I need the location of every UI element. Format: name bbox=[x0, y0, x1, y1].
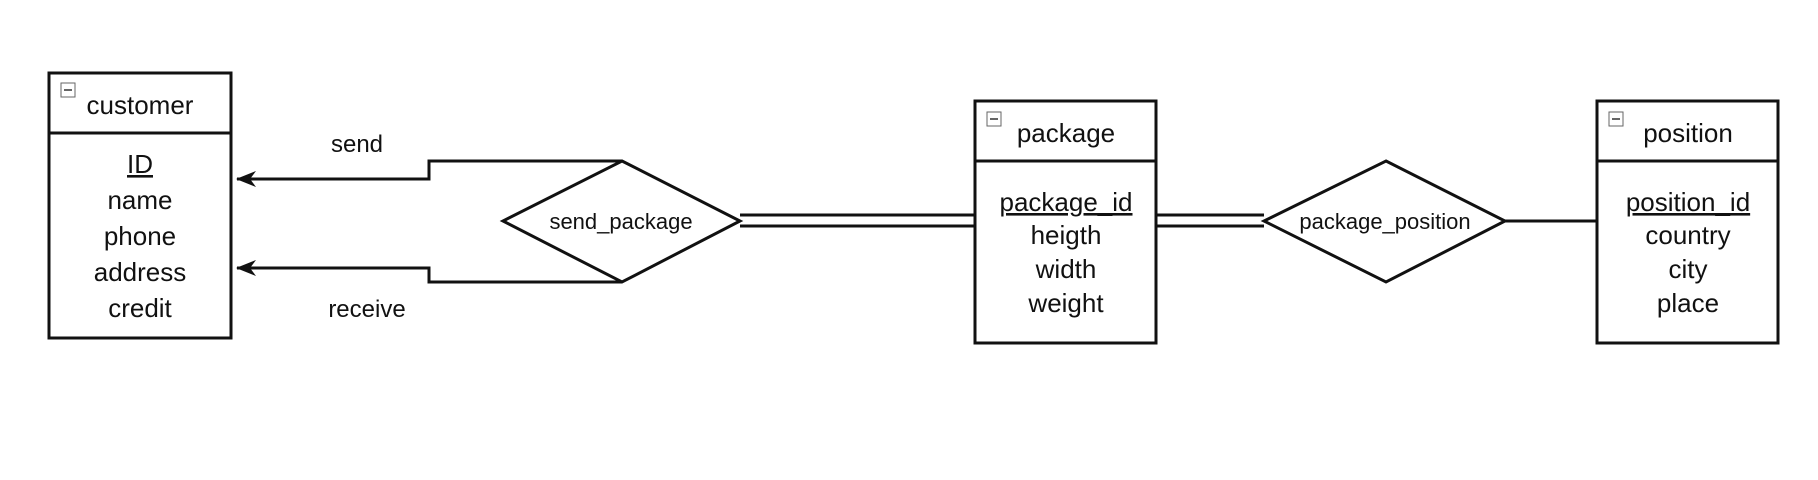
attribute: country bbox=[1645, 220, 1730, 250]
entity-title: customer bbox=[87, 90, 194, 120]
minus-square-icon[interactable] bbox=[986, 111, 1002, 127]
relationship-send-package[interactable]: send_package bbox=[499, 159, 744, 284]
attribute: place bbox=[1657, 288, 1719, 318]
attribute: name bbox=[107, 185, 172, 215]
receive-connector[interactable] bbox=[236, 260, 622, 284]
attribute-primary-key: ID bbox=[127, 149, 153, 179]
attribute-primary-key: position_id bbox=[1626, 187, 1750, 217]
attribute: phone bbox=[104, 221, 176, 251]
attribute: heigth bbox=[1031, 220, 1102, 250]
entity-position[interactable]: position position_id country city place bbox=[1595, 99, 1780, 345]
minus-square-icon[interactable] bbox=[1608, 111, 1624, 127]
package-to-package-position-double-line[interactable] bbox=[1155, 213, 1264, 228]
attribute: credit bbox=[108, 293, 172, 323]
send-connector[interactable] bbox=[236, 159, 622, 187]
connectors bbox=[236, 159, 1597, 284]
relationship-label: package_position bbox=[1299, 209, 1470, 234]
entity-customer[interactable]: customer ID name phone address credit bbox=[47, 71, 233, 340]
entity-title: position bbox=[1643, 118, 1733, 148]
attribute: width bbox=[1035, 254, 1097, 284]
relationship-diamond bbox=[1260, 159, 1509, 284]
entity-package[interactable]: package package_id heigth width weight bbox=[973, 99, 1158, 345]
minus-square-icon[interactable] bbox=[60, 82, 76, 98]
attribute: address bbox=[94, 257, 187, 287]
send-package-to-package-double-line[interactable] bbox=[740, 213, 978, 228]
relationship-package-position[interactable]: package_position bbox=[1260, 159, 1509, 284]
entity-title: package bbox=[1017, 118, 1115, 148]
attribute: weight bbox=[1027, 288, 1104, 318]
receive-label: receive bbox=[328, 296, 405, 323]
relationship-label: send_package bbox=[549, 209, 692, 234]
relationship-diamond bbox=[499, 159, 744, 284]
attribute: city bbox=[1669, 254, 1708, 284]
attribute-primary-key: package_id bbox=[1000, 187, 1133, 217]
send-label: send bbox=[331, 131, 383, 158]
